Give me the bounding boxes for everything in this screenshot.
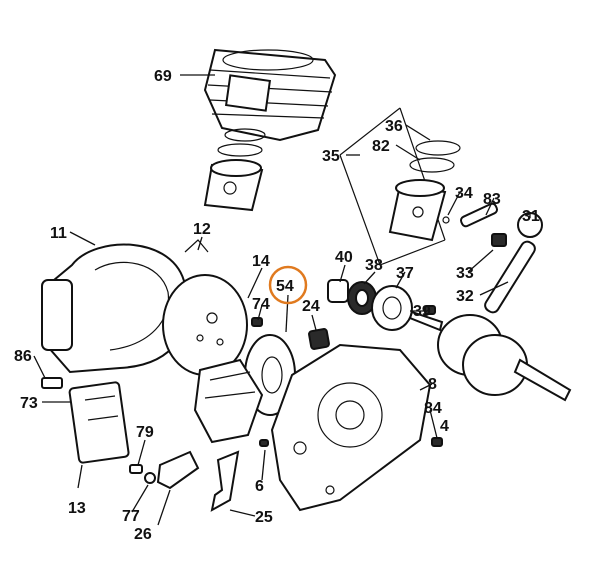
callout-14: 14	[252, 253, 270, 270]
callout-26: 26	[134, 526, 152, 543]
bearings-drawing	[327, 279, 436, 331]
piston-drawing	[203, 128, 266, 212]
callout-37: 37	[396, 265, 414, 282]
callout-38: 38	[365, 257, 383, 274]
callout-83: 83	[483, 191, 501, 208]
callout-34: 34	[455, 185, 473, 202]
callout-40: 40	[335, 249, 353, 266]
callout-74: 74	[252, 296, 270, 313]
callout-25: 25	[255, 509, 273, 526]
callout-11: 11	[50, 225, 67, 242]
callout-36: 36	[385, 118, 403, 135]
callout-32: 32	[456, 288, 474, 305]
callout-4: 4	[440, 418, 449, 435]
callout-84: 84	[424, 400, 442, 417]
callout-31: 31	[522, 208, 540, 225]
piston-kit-drawing	[339, 107, 499, 266]
flywheel-cover-drawing	[40, 243, 189, 374]
callout-39: 39	[413, 303, 431, 320]
callout-24: 24	[302, 298, 320, 315]
cylinder-drawing	[203, 48, 337, 142]
callout-8: 8	[428, 376, 437, 393]
callout-86: 86	[14, 348, 32, 365]
leader-lines	[33, 74, 531, 526]
callout-54-highlight-ring	[268, 265, 308, 305]
callout-12: 12	[193, 221, 211, 238]
callout-labels: 69 36 82 35 34 83 31 12 11 14 54 40 38 3…	[14, 68, 540, 543]
callout-73: 73	[20, 395, 38, 412]
callout-82: 82	[372, 138, 390, 155]
callout-69: 69	[154, 68, 172, 85]
callout-77: 77	[122, 508, 140, 525]
callout-79: 79	[136, 424, 154, 441]
callout-54: 54	[276, 278, 294, 295]
callout-33: 33	[456, 265, 474, 282]
callout-35: 35	[322, 148, 340, 165]
callout-6: 6	[255, 478, 264, 495]
ignition-cover-drawing	[193, 358, 264, 444]
crankcase-drawing	[270, 328, 432, 512]
callout-13: 13	[68, 500, 86, 517]
